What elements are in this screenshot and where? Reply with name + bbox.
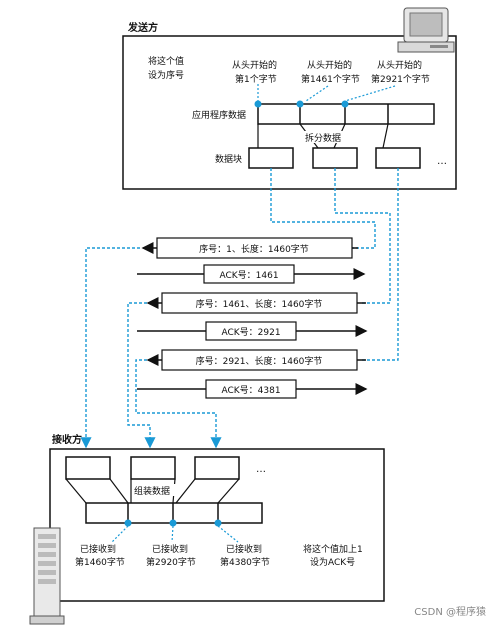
- message-2-label: ACK号：1461: [219, 270, 278, 281]
- block-label: 数据块: [215, 153, 242, 165]
- watermark: CSDN @程序猿: [414, 605, 486, 618]
- message-box-4: [205, 321, 297, 341]
- received-label-2-line1: 已接收到: [152, 543, 188, 555]
- sender-title: 发送方: [127, 21, 158, 34]
- assemble-label: 组装数据: [134, 485, 170, 497]
- message-box-1: [156, 237, 353, 259]
- message-box-6: [205, 379, 297, 399]
- received-end-marker-3: [214, 519, 222, 527]
- server-icon: [29, 527, 65, 625]
- sender-panel: 发送方 将这个值 设为序号 从头开始的 第1个字节 从头开始的 第1461个字节…: [122, 7, 457, 190]
- receiver-title: 接收方: [52, 433, 82, 446]
- received-label-3-line1: 已接收到: [226, 543, 262, 555]
- message-3-label: 序号：1461、长度：1460字节: [196, 298, 323, 310]
- start-label-3-line2: 第2921个字节: [371, 73, 430, 85]
- data-block-2: [312, 147, 358, 169]
- message-box-2: [203, 264, 295, 284]
- computer-icon: [397, 7, 455, 53]
- segment-start-marker-1: [254, 100, 262, 108]
- message-exchange: 序号：1、长度：1460字节 ACK号：1461 序号：1461、长度：1460…: [137, 237, 368, 399]
- received-end-marker-1: [124, 519, 132, 527]
- received-label-2-line2: 第2920字节: [146, 556, 196, 568]
- sender-note-line2: 设为序号: [148, 69, 184, 81]
- segment-flow-paths: [80, 168, 399, 449]
- receiver-note-line2: 设为ACK号: [310, 556, 355, 568]
- start-label-2-line2: 第1461个字节: [301, 73, 360, 85]
- segment-start-marker-2: [296, 100, 304, 108]
- start-label-1-line1: 从头开始的: [232, 59, 277, 71]
- sender-note-line1: 将这个值: [148, 55, 184, 67]
- sender-ellipsis: …: [437, 156, 447, 167]
- message-4-label: ACK号：2921: [221, 327, 280, 338]
- app-data-label: 应用程序数据: [192, 109, 246, 121]
- received-label-1-line2: 第1460字节: [75, 556, 125, 568]
- message-box-5: [161, 349, 358, 371]
- received-block-3: [194, 456, 240, 480]
- segment-start-marker-3: [341, 100, 349, 108]
- assembled-data-bar: [85, 502, 263, 524]
- received-block-1: [65, 456, 111, 480]
- start-label-1-line2: 第1个字节: [235, 73, 277, 85]
- receiver-ellipsis: …: [256, 464, 266, 475]
- received-label-3-line2: 第4380字节: [220, 556, 270, 568]
- start-label-3-line1: 从头开始的: [377, 59, 422, 71]
- message-5-label: 序号：2921、长度：1460字节: [196, 355, 323, 367]
- received-block-2: [130, 456, 176, 480]
- data-block-1: [248, 147, 294, 169]
- message-box-3: [161, 292, 358, 314]
- data-block-3: [375, 147, 421, 169]
- message-1-label: 序号：1、长度：1460字节: [199, 243, 309, 255]
- received-label-1-line1: 已接收到: [80, 543, 116, 555]
- receiver-note-line1: 将这个值加上1: [303, 543, 363, 555]
- split-label: 拆分数据: [305, 132, 341, 144]
- received-end-marker-2: [169, 519, 177, 527]
- message-6-label: ACK号：4381: [221, 385, 280, 396]
- start-label-2-line1: 从头开始的: [307, 59, 352, 71]
- receiver-panel: 接收方 … 组装数据 已接收到 第1460字节 已接收到 第2920字节 已接: [49, 433, 385, 602]
